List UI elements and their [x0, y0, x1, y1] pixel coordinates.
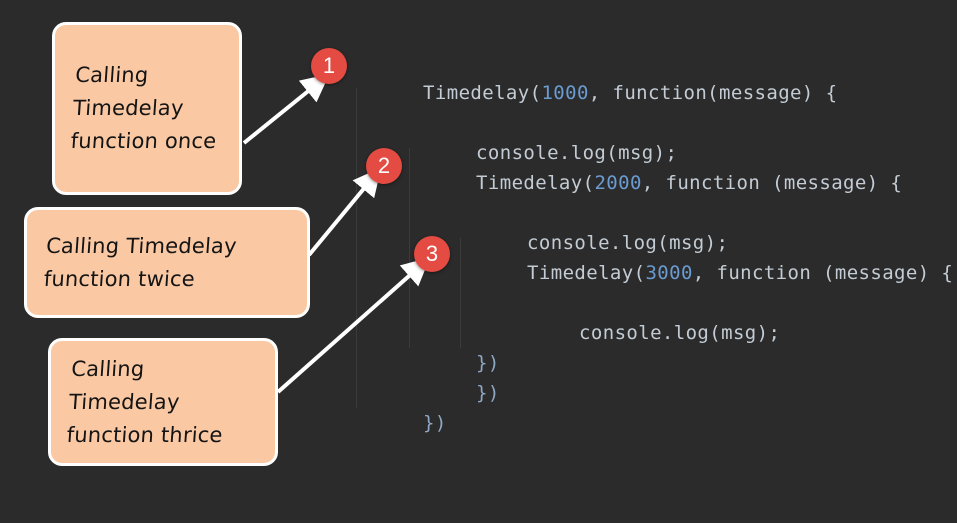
- code-line: console.log(msg);: [405, 120, 677, 186]
- code-token: Timedelay(: [476, 172, 595, 194]
- code-line: }): [405, 360, 500, 426]
- code-line: Timedelay(1000, function(message) {: [352, 60, 837, 126]
- code-line: Timedelay(2000, function (message) {: [405, 150, 902, 216]
- code-token: Timedelay(: [423, 82, 542, 104]
- step-badge-3[interactable]: 3: [414, 236, 450, 272]
- code-line: Timedelay(3000, function (message) {: [456, 240, 953, 306]
- step-badge-1[interactable]: 1: [311, 48, 347, 84]
- code-token-brace: }): [423, 412, 447, 434]
- callout-box-thrice[interactable]: Calling Timedelay function thrice: [48, 338, 278, 466]
- code-token: , function (message) {: [692, 262, 954, 284]
- indent-guide-1: [356, 88, 357, 408]
- callout-box-twice[interactable]: Calling Timedelay function twice: [24, 207, 310, 318]
- code-token: , function(message) {: [588, 82, 838, 104]
- code-line: }): [352, 390, 447, 456]
- code-line: console.log(msg);: [456, 210, 728, 276]
- callout-text: Calling Timedelay function thrice: [65, 356, 224, 447]
- indent-guide-3: [460, 238, 461, 348]
- step-badge-label: 1: [322, 53, 336, 78]
- code-token: Timedelay(: [527, 262, 646, 284]
- code-token: , function (message) {: [641, 172, 903, 194]
- code-line: }): [405, 330, 500, 396]
- step-badge-label: 3: [425, 241, 439, 266]
- code-token: console.log(msg);: [579, 322, 781, 344]
- code-line: console.log(msg);: [508, 300, 780, 366]
- callout-text: Calling Timedelay function twice: [43, 233, 238, 291]
- code-token-brace: }): [476, 352, 500, 374]
- code-token-number: 2000: [594, 172, 642, 194]
- callout-box-once[interactable]: Calling Timedelay function once: [52, 22, 242, 195]
- code-token-number: 3000: [645, 262, 693, 284]
- code-token: console.log(msg);: [527, 232, 729, 254]
- step-badge-label: 2: [377, 153, 391, 178]
- indent-guide-2: [409, 148, 410, 348]
- code-token-brace: }): [476, 382, 500, 404]
- code-token-number: 1000: [541, 82, 589, 104]
- step-badge-2[interactable]: 2: [366, 148, 402, 184]
- callout-text: Calling Timedelay function once: [69, 63, 218, 153]
- code-token: console.log(msg);: [476, 142, 678, 164]
